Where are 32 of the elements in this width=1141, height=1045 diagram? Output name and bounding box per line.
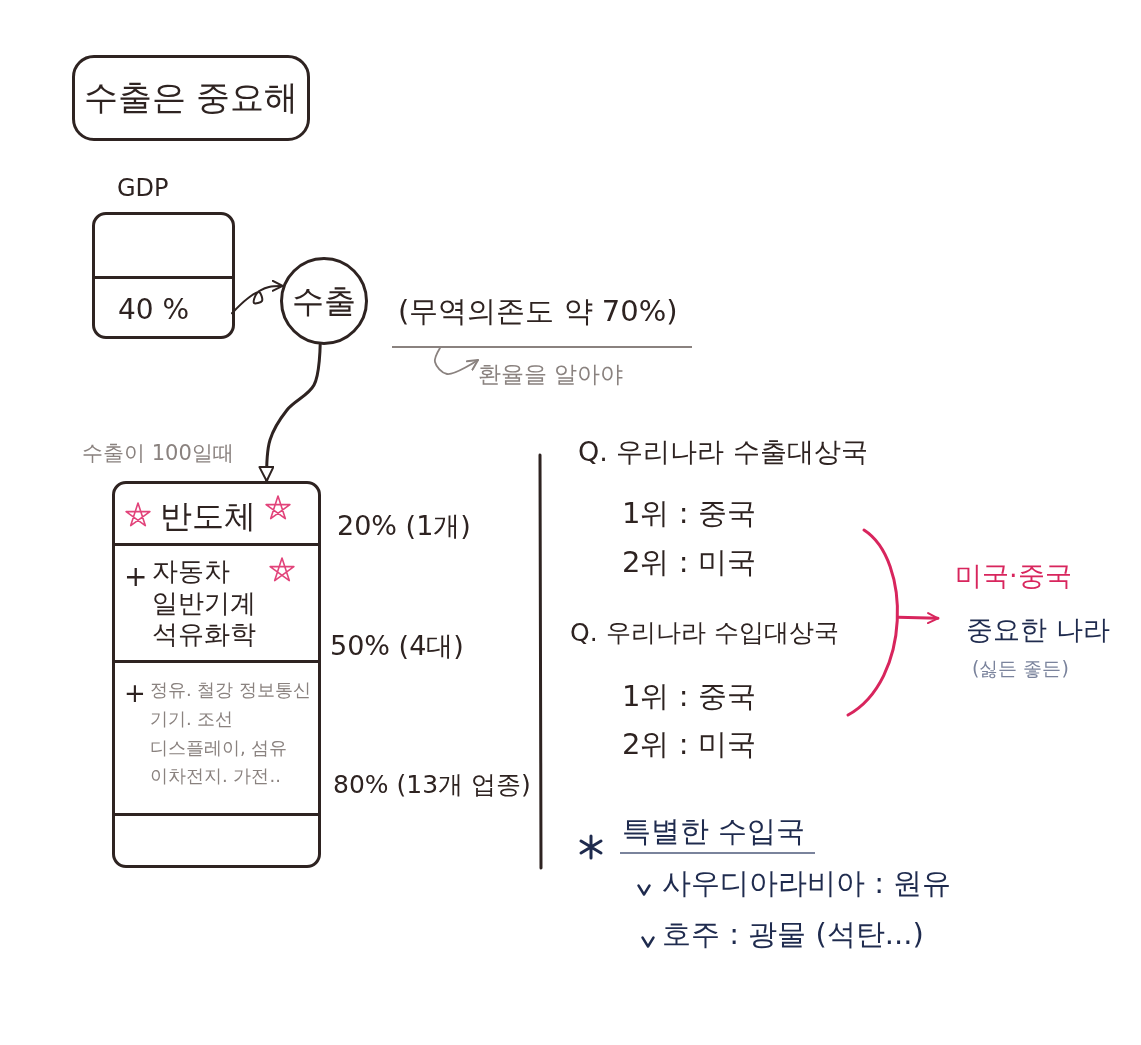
title: 수출은 중요해 <box>72 55 310 141</box>
percent-label: 20% (1개) <box>337 510 471 543</box>
item-label: 반도체 <box>160 497 256 536</box>
ranking-text: 1위 : 중국 <box>622 496 756 531</box>
note-text: 중요한 나라 <box>966 614 1110 647</box>
note-text: 환율을 알아야 <box>478 360 624 390</box>
list-item: 호주 : 광물 (석탄...) <box>662 917 924 952</box>
box-heading: GDP <box>117 174 169 203</box>
note-text: (무역의존도 약 70%) <box>398 294 678 329</box>
question-heading: Q. 우리나라 수출대상국 <box>578 436 868 469</box>
item-list: 자동차 일반기계 석유화학 <box>152 556 262 652</box>
value-label: 40 % <box>118 293 190 327</box>
curved-arrow <box>258 343 322 483</box>
percent-label: 50% (4대) <box>330 630 464 663</box>
note-text: (싫든 좋든) <box>972 657 1069 680</box>
item-list: 정유. 철강 정보통신 기기. 조선 디스플레이, 섬유 이차전지. 가전.. <box>150 676 316 792</box>
arrow <box>896 612 940 625</box>
percent-label: 80% (13개 업종) <box>333 770 531 800</box>
highlight-text: 미국·중국 <box>955 560 1072 593</box>
ranking-text: 2위 : 미국 <box>622 727 756 762</box>
list-item: 사우디아라비아 : 원유 <box>662 866 952 901</box>
node-label: 수출 <box>292 281 356 321</box>
ranking-text: 1위 : 중국 <box>622 679 756 714</box>
curved-arrow <box>231 279 284 315</box>
question-heading: Q. 우리나라 수입대상국 <box>570 618 839 648</box>
circle-node <box>280 257 368 345</box>
ranking-text: 2위 : 미국 <box>622 545 756 580</box>
curved-arrow <box>434 347 479 375</box>
plus-sign: + <box>124 678 146 710</box>
section-heading: 특별한 수입국 <box>620 814 816 854</box>
box-heading: 수출이 100일때 <box>82 441 234 467</box>
plus-sign: + <box>124 560 148 594</box>
